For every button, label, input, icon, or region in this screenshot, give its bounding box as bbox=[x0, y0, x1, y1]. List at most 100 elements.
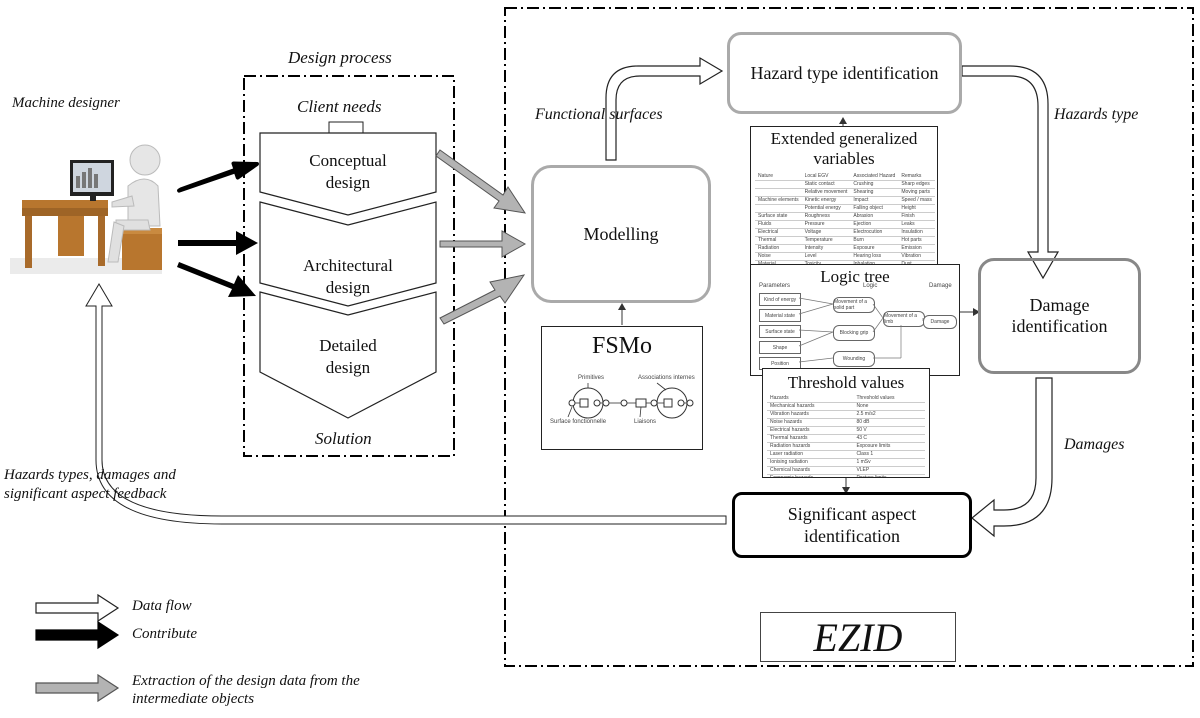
phase-architectural-line1: Architectural bbox=[303, 256, 393, 275]
threshold-table-cell: Ergonomic hazards bbox=[767, 474, 854, 477]
egv-table-cell: Remarks bbox=[898, 173, 935, 181]
phase-architectural-label: Architectural design bbox=[260, 255, 436, 299]
egv-table-cell: Radiation bbox=[755, 244, 802, 253]
egv-table-cell: Machine elements bbox=[755, 196, 802, 205]
client-needs-label: Client needs bbox=[297, 97, 382, 116]
egv-table-cell: Emission bbox=[898, 244, 935, 253]
egv-table-cell bbox=[755, 204, 802, 213]
egv-table-cell bbox=[755, 180, 802, 189]
threshold-table-cell: Posture limits bbox=[853, 474, 925, 477]
phase-detailed-label: Detailed design bbox=[260, 335, 436, 379]
significant-aspect-box: Significant aspect identification bbox=[732, 492, 972, 558]
egv-table-cell: Relative movement bbox=[801, 188, 851, 197]
phase-conceptual-line1: Conceptual bbox=[309, 151, 387, 170]
logic-tree-param-3: Surface state bbox=[759, 325, 801, 338]
phase2-shape bbox=[259, 201, 437, 307]
significant-aspect-line2: identification bbox=[804, 526, 900, 546]
damages-label: Damages bbox=[1064, 436, 1125, 453]
egv-table-cell: Intensity bbox=[801, 244, 851, 253]
extraction-arrow-1 bbox=[435, 149, 527, 214]
feedback-line2: significant aspect feedback bbox=[4, 486, 167, 502]
logic-tree-header-damage: Damage bbox=[929, 283, 952, 289]
phase3-shape bbox=[259, 291, 437, 419]
egv-table-cell: Falling object bbox=[850, 204, 899, 213]
egv-table-cell bbox=[755, 188, 802, 197]
egv-table-cell: Level bbox=[801, 252, 851, 261]
egv-table-cell: Hot parts bbox=[898, 236, 935, 245]
egv-table-cell: Abrasion bbox=[850, 212, 899, 221]
egv-to-hazard-head bbox=[839, 117, 847, 124]
hazards-type-label: Hazards type bbox=[1054, 106, 1139, 123]
egv-table-cell: Surface state bbox=[755, 212, 802, 221]
fsmo-label-4: Liaisons bbox=[634, 419, 657, 425]
egv-table-cell: Static contact bbox=[801, 180, 851, 189]
contribute-arrow-2 bbox=[178, 231, 258, 255]
machine-designer-figure bbox=[10, 144, 162, 274]
egv-table-cell: Fluids bbox=[755, 220, 802, 229]
egv-table-cell: Pressure bbox=[801, 220, 851, 229]
egv-title-line2: variables bbox=[813, 149, 875, 168]
egv-table-cell: Hearing loss bbox=[850, 252, 899, 261]
fsmo-label-1: Primitives bbox=[578, 375, 605, 381]
threshold-table-cell: Noise hazards bbox=[767, 418, 854, 427]
threshold-table-cell: VLEP bbox=[853, 466, 925, 475]
significant-aspect-line1: Significant aspect bbox=[787, 504, 917, 524]
egv-table-cell: Thermal bbox=[755, 236, 802, 245]
machine-designer-label: Machine designer bbox=[12, 95, 120, 111]
threshold-table-cell: 2.5 m/s2 bbox=[853, 410, 925, 419]
flow-hazard-to-damage bbox=[961, 65, 1060, 280]
damage-identification-box: Damage identification bbox=[978, 258, 1141, 374]
egv-table-cell: Exposure bbox=[850, 244, 899, 253]
flow-feedback bbox=[85, 283, 727, 525]
egv-table-cell: Speed / mass bbox=[898, 196, 935, 205]
egv-table-cell: Nature bbox=[755, 173, 802, 181]
logic-tree-links bbox=[798, 297, 924, 363]
threshold-table-cell: Laser radiation bbox=[767, 450, 854, 459]
egv-table-cell: Temperature bbox=[801, 236, 851, 245]
contribute-arrow-1 bbox=[177, 161, 259, 193]
egv-table-cell: Associated Hazard bbox=[850, 173, 899, 181]
fsmo-graph bbox=[567, 382, 694, 419]
ezid-frame bbox=[504, 7, 1194, 667]
ezid-label: EZID bbox=[760, 612, 956, 662]
threshold-table-cell: Radiation hazards bbox=[767, 442, 854, 451]
egv-table-cell: Potential energy bbox=[801, 204, 851, 213]
egv-table-cell: Height bbox=[898, 204, 935, 213]
phase-detailed-line1: Detailed bbox=[319, 336, 377, 355]
threshold-table-cell: Exposure limits bbox=[853, 442, 925, 451]
flow-modelling-to-hazard bbox=[605, 56, 724, 161]
logic-tree-event-2: Blocking grip bbox=[833, 325, 875, 341]
egv-table-cell: Noise bbox=[755, 252, 802, 261]
feedback-line1: Hazards types, damages and bbox=[4, 467, 176, 483]
legend-extraction-line2: intermediate objects bbox=[132, 691, 255, 707]
threshold-to-significant-head bbox=[842, 487, 850, 494]
egv-table-cell: Electrical bbox=[755, 228, 802, 237]
fsmo-panel: FSMo Primitives Associations internes Su… bbox=[541, 326, 703, 450]
legend-extraction-label: Extraction of the design data from the i… bbox=[132, 672, 360, 708]
egv-table-cell: Finish bbox=[898, 212, 935, 221]
logic-tree-title: Logic tree bbox=[820, 267, 890, 286]
legend-data-flow-label: Data flow bbox=[132, 598, 192, 614]
egv-table-cell: Voltage bbox=[801, 228, 851, 237]
threshold-table-cell: Threshold values bbox=[853, 395, 925, 403]
phase-detailed-line2: design bbox=[325, 358, 371, 377]
logic-tree-header-logic: Logic bbox=[863, 283, 878, 289]
egv-table-cell: Crushing bbox=[850, 180, 899, 189]
egv-table-cell: Kinetic energy bbox=[801, 196, 851, 205]
phase1-shape bbox=[259, 132, 437, 216]
client-needs-tab bbox=[328, 121, 364, 134]
logic-tree-header-params: Parameters bbox=[759, 283, 791, 289]
